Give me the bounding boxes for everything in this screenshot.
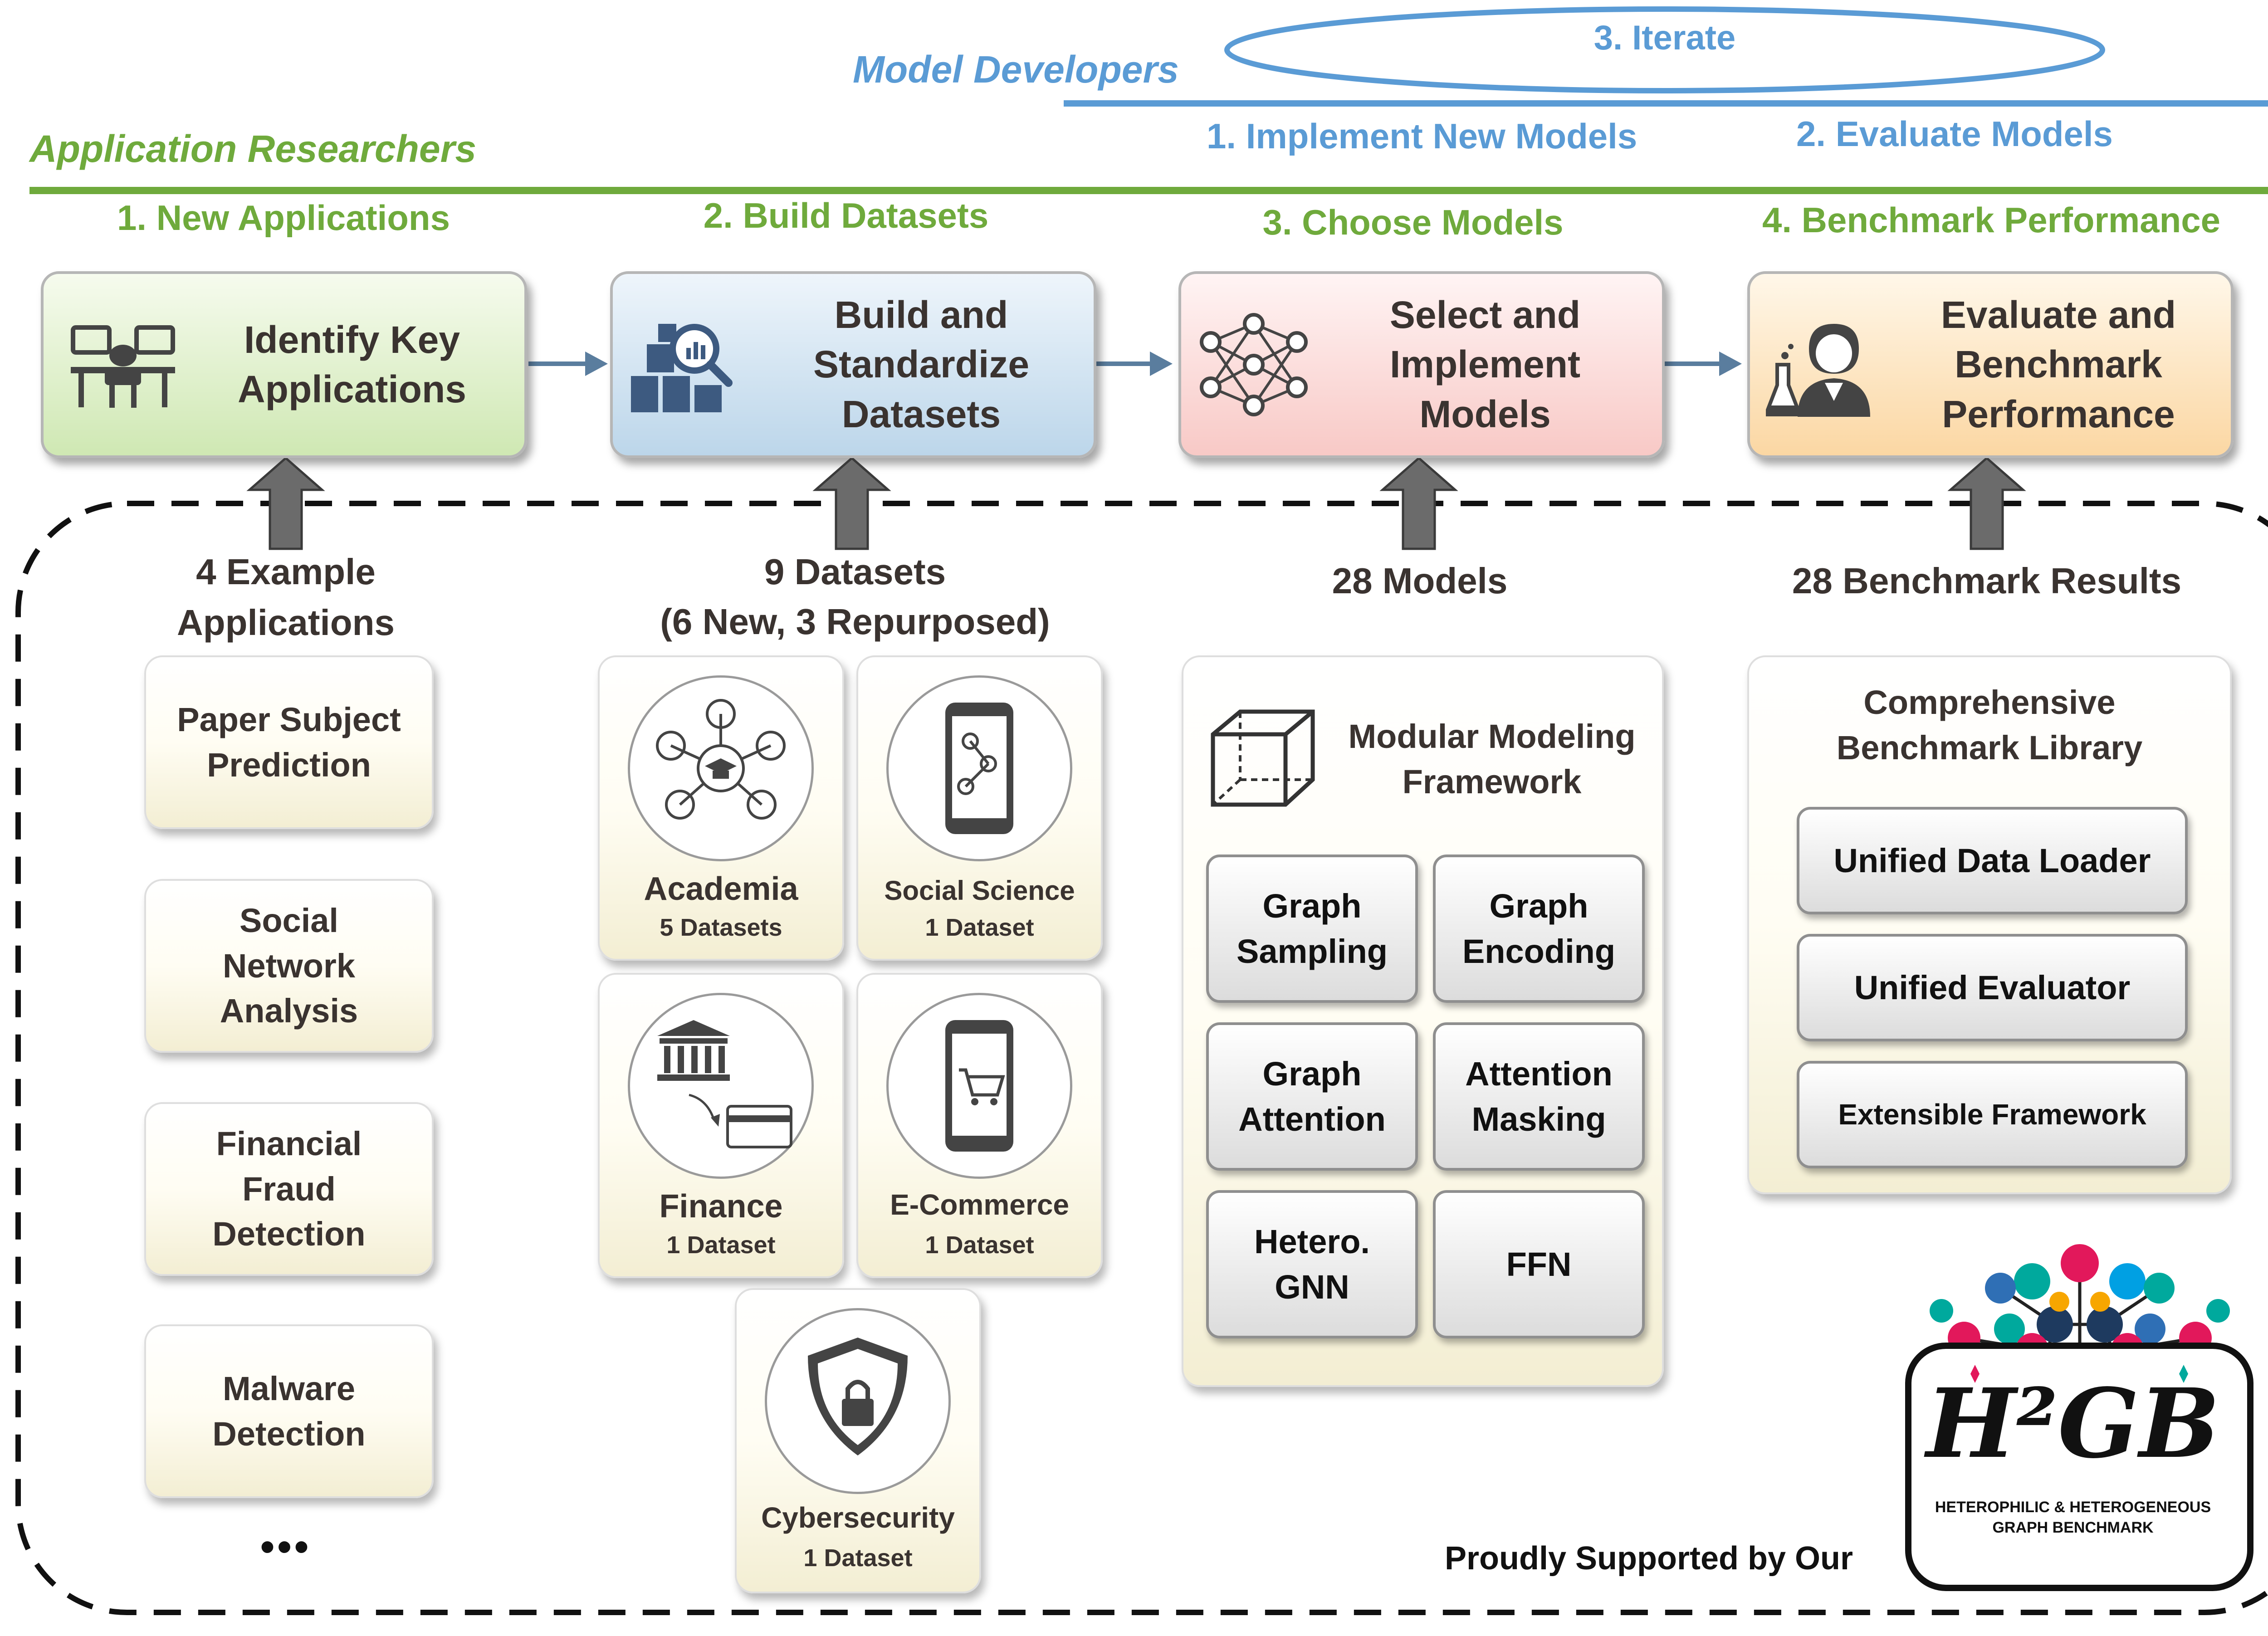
dataset-name: Academia xyxy=(644,871,798,907)
application-card: Malware Detection xyxy=(144,1324,434,1498)
select-models-box: Select and Implement Models xyxy=(1178,271,1665,458)
identify-applications-text: Identify Key Applications xyxy=(237,318,467,410)
module-label: Graph Sampling xyxy=(1236,887,1388,970)
more-applications-ellipsis: ••• xyxy=(260,1524,312,1570)
dataset-card-ecommerce: E-Commerce 1 Dataset xyxy=(856,973,1103,1278)
dataset-name: Finance xyxy=(659,1188,783,1225)
models-heading: 28 Models xyxy=(1332,561,1508,601)
module-button: FFN xyxy=(1433,1190,1645,1338)
module-label: Graph Encoding xyxy=(1462,887,1616,970)
application-card: Financial Fraud Detection xyxy=(144,1102,434,1276)
module-label: FFN xyxy=(1506,1245,1572,1283)
dataset-card-cybersecurity: Cybersecurity 1 Dataset xyxy=(735,1288,981,1593)
supported-by-text: Proudly Supported by Our xyxy=(1445,1540,1853,1577)
evaluate-benchmark-box: Evaluate and Benchmark Performance xyxy=(1747,271,2234,458)
library-item-button: Unified Evaluator xyxy=(1797,934,2188,1041)
application-label: Malware Detection xyxy=(212,1369,366,1453)
phone-cart-icon xyxy=(945,1020,1013,1152)
evaluate-models-label: 2. Evaluate Models xyxy=(1796,114,2113,154)
module-label: Graph Attention xyxy=(1238,1055,1386,1138)
iterate-loop xyxy=(1224,6,2105,93)
datasets-heading-line1: 9 Datasets xyxy=(764,552,946,592)
finance-icon-circle xyxy=(628,993,814,1179)
dataset-card-social-science: Social Science 1 Dataset xyxy=(856,655,1103,961)
dataset-count: 1 Dataset xyxy=(925,1231,1034,1259)
meeting-icon xyxy=(71,325,175,408)
applications-heading: 4 Example Applications xyxy=(176,552,395,643)
logo-caption-line2: GRAPH BENCHMARK xyxy=(1992,1519,2154,1536)
library-item-button: Extensible Framework xyxy=(1797,1061,2188,1168)
benchmark-heading: 28 Benchmark Results xyxy=(1792,561,2182,601)
process-connectors xyxy=(528,352,1742,376)
application-researchers-label: Application Researchers xyxy=(29,127,477,170)
identify-applications-box: Identify Key Applications xyxy=(41,271,527,458)
dataset-name: Social Science xyxy=(884,875,1075,906)
module-button: Attention Masking xyxy=(1433,1022,1645,1171)
select-models-text: Select and Implement Models xyxy=(1389,293,1581,435)
application-card: Social Network Analysis xyxy=(144,879,434,1053)
cube-icon xyxy=(1211,709,1315,807)
logo-frame: H²GB HETEROPHILIC & HETEROGENEOUS GRAPH … xyxy=(1905,1343,2253,1591)
logo-wordmark: H²GB xyxy=(1926,1367,2220,1480)
dataset-count: 1 Dataset xyxy=(925,914,1034,941)
benchmark-library-panel: Comprehensive Benchmark Library Unified … xyxy=(1747,655,2232,1194)
module-label: Attention Masking xyxy=(1465,1055,1613,1138)
module-button: Graph Sampling xyxy=(1206,855,1418,1003)
dataset-name: Cybersecurity xyxy=(761,1501,955,1534)
data-search-icon xyxy=(631,324,733,412)
step-new-applications: 1. New Applications xyxy=(117,198,450,238)
social-science-icon-circle xyxy=(886,675,1072,861)
evaluate-benchmark-text: Evaluate and Benchmark Performance xyxy=(1941,293,2176,435)
dataset-count: 1 Dataset xyxy=(803,1544,913,1572)
ecommerce-icon-circle xyxy=(886,993,1072,1179)
academia-icon-circle xyxy=(628,675,814,861)
module-button: Graph Attention xyxy=(1206,1022,1418,1171)
library-item-label: Unified Data Loader xyxy=(1833,841,2151,879)
application-card: Paper Subject Prediction xyxy=(144,655,434,829)
support-container xyxy=(15,501,2268,1615)
dataset-count: 5 Datasets xyxy=(660,914,782,941)
sparkle-icons xyxy=(1970,1365,2188,1383)
dataset-name: E-Commerce xyxy=(890,1188,1069,1221)
up-arrows xyxy=(246,458,2026,550)
datasets-heading-line2: (6 New, 3 Repurposed) xyxy=(660,601,1050,642)
module-label: Hetero. GNN xyxy=(1254,1222,1370,1306)
framework-title: Modular Modeling Framework xyxy=(1348,718,1636,801)
modular-framework-panel: Modular Modeling Framework Graph Samplin… xyxy=(1182,655,1664,1387)
library-item-label: Unified Evaluator xyxy=(1854,968,2131,1006)
workflow-arrows xyxy=(29,6,2268,194)
dataset-card-finance: Finance 1 Dataset xyxy=(598,973,844,1278)
shield-lock-icon xyxy=(808,1338,908,1455)
module-button: Graph Encoding xyxy=(1433,855,1645,1003)
step-choose-models: 3. Choose Models xyxy=(1262,202,1564,242)
logo-caption-line1: HETEROPHILIC & HETEROGENEOUS xyxy=(1935,1499,2211,1516)
dataset-count: 1 Dataset xyxy=(666,1231,776,1259)
application-label: Paper Subject Prediction xyxy=(177,700,401,784)
build-datasets-box: Build and Standardize Datasets xyxy=(610,271,1096,458)
neural-network-icon xyxy=(1200,313,1308,416)
dataset-card-academia: Academia 5 Datasets xyxy=(598,655,844,961)
build-datasets-text: Build and Standardize Datasets xyxy=(813,293,1030,435)
application-label: Social Network Analysis xyxy=(220,901,358,1030)
h2gb-logo: H²GB HETEROPHILIC & HETEROGENEOUS GRAPH … xyxy=(1905,1238,2253,1591)
library-title: Comprehensive Benchmark Library xyxy=(1836,684,2143,767)
step-build-datasets: 2. Build Datasets xyxy=(703,195,989,235)
library-item-button: Unified Data Loader xyxy=(1797,807,2188,914)
bank-card-icon xyxy=(657,1020,792,1148)
implement-models-label: 1. Implement New Models xyxy=(1207,116,1637,156)
academia-network-icon xyxy=(656,699,786,820)
module-button: Hetero. GNN xyxy=(1206,1190,1418,1338)
scientist-icon xyxy=(1766,324,1870,417)
phone-network-icon xyxy=(945,703,1013,834)
iterate-label: 3. Iterate xyxy=(1593,19,1736,57)
library-item-label: Extensible Framework xyxy=(1838,1098,2146,1131)
application-label: Financial Fraud Detection xyxy=(212,1124,366,1253)
cybersecurity-icon-circle xyxy=(765,1308,951,1494)
model-developers-label: Model Developers xyxy=(853,48,1179,91)
step-benchmark-performance: 4. Benchmark Performance xyxy=(1762,200,2221,240)
